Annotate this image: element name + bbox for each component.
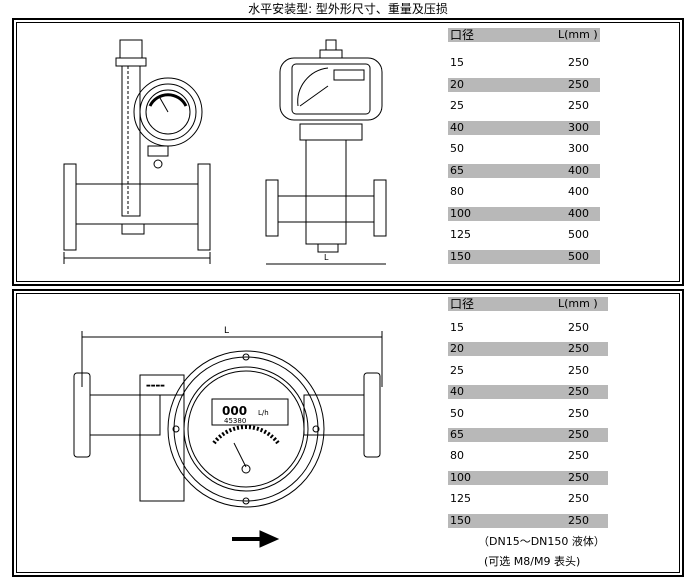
table-row: 25 250 xyxy=(448,99,600,113)
header-size: 口径 xyxy=(450,297,475,311)
table-row: 150 500 xyxy=(448,249,600,264)
table-row: 20 250 xyxy=(448,77,600,92)
table-row: 65 250 xyxy=(448,428,608,442)
note-line-1: （DN15～DN150 液体） xyxy=(478,535,605,548)
row-length: 250 xyxy=(568,449,589,463)
table-row: 80 250 xyxy=(448,449,608,463)
table-row: 25 250 xyxy=(448,364,608,378)
table-row: 80 400 xyxy=(448,185,600,199)
row-size: 25 xyxy=(450,363,464,377)
display-reading: 000 xyxy=(222,404,247,418)
table-row: 150 250 xyxy=(448,513,608,528)
row-size: 50 xyxy=(450,406,464,420)
row-length: 250 xyxy=(568,406,589,420)
row-length: 250 xyxy=(568,513,589,527)
bottom-panel-inner-border xyxy=(16,293,680,573)
row-length: 300 xyxy=(568,142,589,155)
row-size: 50 xyxy=(450,142,464,155)
row-size: 40 xyxy=(450,385,464,399)
row-size: 125 xyxy=(450,492,471,506)
display-unit: L/h xyxy=(258,409,269,417)
row-length: 250 xyxy=(568,99,589,112)
header-length: L(mm ) xyxy=(558,28,598,41)
row-size: 150 xyxy=(450,513,471,527)
display-total: 45380 xyxy=(224,417,246,425)
table-row: 125 500 xyxy=(448,228,600,242)
table-row: 65 400 xyxy=(448,163,600,178)
row-size: 150 xyxy=(450,249,471,263)
top-panel-inner-border xyxy=(16,22,680,282)
side-view-drawing: L xyxy=(265,39,387,265)
row-length: 250 xyxy=(568,321,589,334)
table-row: 15 250 xyxy=(448,321,608,335)
row-length: 250 xyxy=(568,363,589,377)
row-length: 250 xyxy=(568,492,589,506)
row-length: 250 xyxy=(568,56,589,69)
row-length: 250 xyxy=(568,342,589,356)
table-row: 20 250 xyxy=(448,342,608,357)
row-size: 15 xyxy=(450,321,464,334)
header-length: L(mm ) xyxy=(558,297,598,310)
front-view-drawing xyxy=(63,39,211,264)
row-size: 20 xyxy=(450,342,464,356)
table-row: 40 250 xyxy=(448,385,608,400)
row-length: 250 xyxy=(568,428,589,441)
dimension-l-label: L xyxy=(224,326,229,336)
side-view-dimension-label: L xyxy=(324,253,329,262)
row-size: 100 xyxy=(450,206,471,220)
table-row: 40 300 xyxy=(448,120,600,135)
table-row: 50 300 xyxy=(448,142,600,156)
row-size: 100 xyxy=(450,470,471,484)
row-length: 400 xyxy=(568,206,589,220)
row-size: 40 xyxy=(450,120,464,134)
row-size: 15 xyxy=(450,56,464,69)
row-size: 125 xyxy=(450,228,471,241)
page-title: 水平安装型: 型外形尺寸、重量及压损 xyxy=(248,2,448,16)
row-length: 250 xyxy=(568,77,589,91)
row-size: 80 xyxy=(450,449,464,463)
svg-text:▬▬▬▬: ▬▬▬▬ xyxy=(146,383,165,389)
row-size: 80 xyxy=(450,185,464,198)
table-row: 100 250 xyxy=(448,470,608,485)
row-length: 250 xyxy=(568,385,589,399)
row-size: 65 xyxy=(450,163,464,177)
table-row: 100 400 xyxy=(448,206,600,221)
row-length: 500 xyxy=(568,249,589,263)
row-length: 250 xyxy=(568,470,589,484)
row-length: 400 xyxy=(568,163,589,177)
table-row: 50 250 xyxy=(448,407,608,421)
row-size: 65 xyxy=(450,428,464,441)
row-size: 20 xyxy=(450,77,464,91)
top-panel: L 口径 L(mm ) 15 250 20 250 25 250 40 300 50 300 65 400… xyxy=(12,18,684,286)
header-size: 口径 xyxy=(450,28,475,42)
table-row: 15 250 xyxy=(448,56,600,70)
row-length: 300 xyxy=(568,120,589,134)
row-size: 25 xyxy=(450,99,464,112)
table-row: 125 250 xyxy=(448,492,608,506)
table-header: 口径 L(mm ) xyxy=(448,28,600,42)
note-line-2: (可选 M8/M9 表头) xyxy=(484,555,581,568)
row-length: 500 xyxy=(568,228,589,241)
meter-drawing: L ▬▬▬▬ 000 L/h 45380 xyxy=(73,326,383,548)
row-length: 400 xyxy=(568,185,589,198)
table-header: 口径 L(mm ) xyxy=(448,297,608,311)
